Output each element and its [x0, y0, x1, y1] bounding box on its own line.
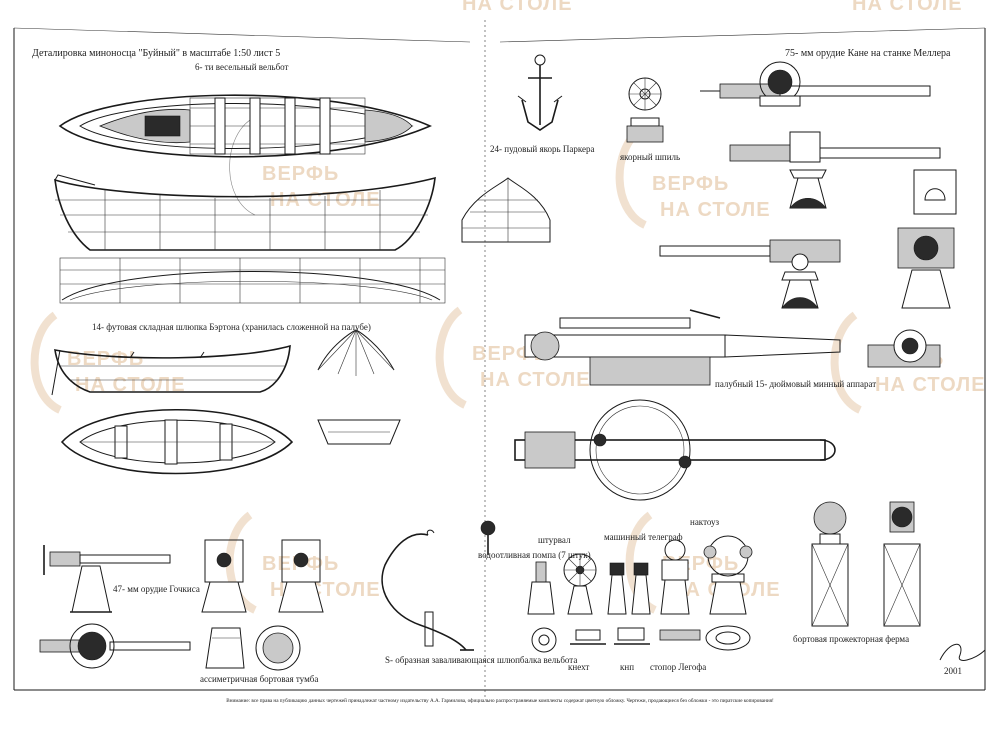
- label-torpedo-tube: палубный 15- дюймовый минный аппарат: [715, 379, 876, 389]
- kane-gun-top-view: [700, 61, 931, 107]
- label-davit: S- образная заваливающаяся шлюпбалка вел…: [385, 655, 577, 665]
- whaleboat-profile: [54, 174, 436, 251]
- watermark: НА СТОЛЕ: [852, 0, 963, 15]
- svg-text:ВЕРФЬ: ВЕРФЬ: [652, 173, 729, 195]
- torpedo-tube-side: [524, 309, 841, 386]
- label-searchlight: бортовая прожекторная ферма: [793, 634, 909, 644]
- torpedo-tube-top: [514, 399, 836, 501]
- hotchkiss-shield: [201, 539, 247, 613]
- label-barton-boat: 14- футовая складная шлюпка Бэртона (хра…: [92, 322, 371, 332]
- s-davit: [381, 529, 474, 651]
- label-whaleboat: 6- ти весельный вельбот: [195, 62, 289, 72]
- water-pump: [480, 520, 496, 555]
- watermark: ВЕРФЬ НА СТОЛЕ: [30, 311, 186, 414]
- barton-boat-profile: [51, 344, 291, 396]
- svg-text:НА СТОЛЕ: НА СТОЛЕ: [75, 374, 186, 396]
- hotchkiss-shield-2: [278, 539, 324, 613]
- label-wheel: штурвал: [538, 535, 571, 545]
- torpedo-stand-detail: [867, 329, 941, 368]
- watermark: ВЕРФЬ НА СТОЛЕ: [625, 511, 780, 614]
- label-kane-gun: 75- мм орудие Кане на станке Меллера: [785, 48, 951, 59]
- label-telegraph: машинный телеграф: [604, 532, 683, 542]
- svg-text:НА СТОЛЕ: НА СТОЛЕ: [480, 369, 591, 391]
- boat-section: [461, 177, 551, 243]
- searchlight-frame-1: [811, 501, 849, 627]
- hotchkiss-gun-side: [43, 545, 171, 613]
- watermark: ВЕРФЬ НА СТОЛЕ: [615, 126, 771, 229]
- copyright-note: Внимание: все права на публикацию данных…: [226, 697, 774, 704]
- capstan: [626, 77, 664, 143]
- side-bollard-top: [255, 625, 301, 671]
- artist-signature: 2001: [939, 643, 986, 676]
- whaleboat-plan: [58, 94, 432, 158]
- svg-text:НА СТОЛЕ: НА СТОЛЕ: [875, 374, 986, 396]
- gun-shield-detail: [897, 169, 957, 309]
- label-cleat: кнехт: [568, 662, 589, 672]
- svg-text:ВЕРФЬ: ВЕРФЬ: [262, 163, 339, 185]
- label-anchor: 24- пудовый якорь Паркера: [490, 144, 594, 154]
- kane-gun-side-view-long: [659, 239, 841, 309]
- kane-gun-side-view: [729, 131, 941, 209]
- label-bollard: кнп: [620, 662, 634, 672]
- label-legof-stopper: стопор Легофа: [650, 662, 706, 672]
- label-side-bollard: ассиметричная бортовая тумба: [200, 674, 318, 684]
- svg-text:НА СТОЛЕ: НА СТОЛЕ: [462, 0, 573, 15]
- svg-text:НА СТОЛЕ: НА СТОЛЕ: [660, 199, 771, 221]
- binnacle: [660, 539, 690, 615]
- whaleboat-body-lines: [59, 257, 446, 304]
- parker-anchor: [517, 54, 563, 131]
- hotchkiss-gun-top: [39, 623, 191, 669]
- sheet-frame: [13, 20, 986, 700]
- steering-wheel: [563, 553, 597, 615]
- binnacle-front: [703, 535, 753, 615]
- label-hotchkiss-gun: 47- мм орудие Гочкиса: [113, 584, 200, 594]
- label-water-pump: водоотливная помпа (7 штук): [478, 550, 591, 560]
- side-bollard: [205, 627, 245, 669]
- svg-text:2001: 2001: [944, 666, 962, 676]
- sheet-title: Деталировка миноносца "Буйный" в масштаб…: [32, 48, 280, 59]
- label-binnacle: нактоуз: [690, 517, 720, 527]
- searchlight-frame-2: [883, 501, 921, 627]
- barton-boat-fold-section: [317, 329, 401, 445]
- fittings-row: [531, 625, 751, 653]
- svg-text:НА СТОЛЕ: НА СТОЛЕ: [852, 0, 963, 15]
- barton-boat-plan: [60, 409, 294, 475]
- engine-telegraph: [607, 562, 651, 615]
- svg-text:ВЕРФЬ: ВЕРФЬ: [67, 348, 144, 370]
- steering-column: [527, 561, 555, 615]
- label-capstan: якорный шпиль: [620, 152, 680, 162]
- watermark: НА СТОЛЕ: [462, 0, 573, 15]
